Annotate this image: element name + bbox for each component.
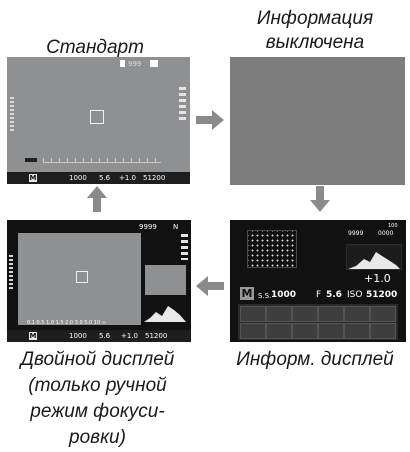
standard-right-icons [179, 87, 186, 121]
standard-distance-scale [43, 158, 161, 163]
info-iso: 51200 [366, 290, 398, 300]
dual-zoom-view [145, 265, 186, 295]
arrow-left-icon [196, 276, 224, 296]
dual-main-view [18, 233, 141, 325]
dual-shutter: 1000 [69, 332, 87, 340]
caption-dual-line2: (только ручной [28, 375, 167, 396]
standard-shutter: 1000 [69, 174, 87, 182]
dual-right-icons [181, 234, 188, 260]
standard-frames: 999 [128, 60, 142, 68]
standard-aperture: 5.6 [99, 174, 111, 182]
info-shutter: 1000 [271, 290, 297, 300]
caption-info-off-line2: выключена [265, 32, 365, 53]
standard-focus-frame [90, 110, 104, 124]
info-frames-b: 0000 [378, 230, 394, 237]
info-aperture-label: F [316, 290, 322, 300]
caption-standard: Стандарт [46, 37, 144, 58]
info-settings-grid [238, 304, 398, 340]
standard-exposure-comp: +1.0 [119, 174, 136, 182]
info-af-grid [247, 230, 297, 268]
dual-mode: M [29, 332, 37, 340]
info-off-screen [230, 57, 405, 185]
standard-af-indicator [25, 158, 37, 162]
standard-screen: 999 M 1000 5.6 +1.0 51200 [7, 57, 190, 184]
dual-histogram [144, 306, 186, 322]
arrow-right-icon [196, 110, 224, 130]
dual-bottom-bar: M 1000 5.6 +1.0 51200 [7, 330, 191, 342]
standard-mode: M [29, 174, 37, 182]
dual-screen: 9999 N 0.1 0.5 1.0 1.5 2.0 3.0 5.0 10 ∞ … [7, 220, 191, 342]
arrow-up-icon [87, 186, 107, 212]
dual-quality: N [173, 223, 179, 231]
caption-dual-line3: режим фокуси- [30, 401, 165, 422]
standard-iso: 51200 [143, 174, 166, 182]
caption-info-display: Информ. дисплей [236, 349, 394, 370]
dual-focus-frame [76, 271, 88, 283]
info-iso-label: ISO [347, 290, 363, 300]
info-histogram [346, 244, 402, 270]
info-display-screen: 100 9999 0000 +1.0 M S.S. 1000 F 5.6 ISO… [230, 220, 406, 342]
info-aperture: 5.6 [326, 290, 342, 300]
standard-bottom-bar: M 1000 5.6 +1.0 51200 [7, 172, 190, 184]
dual-exposure-comp: +1.0 [121, 332, 138, 340]
info-mode: M [240, 287, 254, 300]
caption-dual-line1: Двойной дисплей [20, 349, 175, 370]
info-battery: 100 [388, 223, 398, 229]
info-frames-a: 9999 [348, 230, 364, 237]
info-shutter-label: S.S. [258, 292, 272, 300]
dual-frames: 9999 [139, 223, 157, 231]
dual-iso: 51200 [145, 332, 168, 340]
caption-info-off-line1: Информация [256, 8, 374, 29]
dual-distance-scale: 0.1 0.5 1.0 1.5 2.0 3.0 5.0 10 ∞ [27, 320, 106, 326]
dual-left-scale [9, 255, 13, 290]
standard-top-info: 999 [120, 60, 168, 68]
info-exposure-comp: +1.0 [364, 272, 391, 285]
standard-left-scale [10, 97, 14, 131]
caption-dual-line4: ровки) [69, 427, 126, 448]
dual-aperture: 5.6 [99, 332, 111, 340]
arrow-down-icon [310, 186, 330, 212]
